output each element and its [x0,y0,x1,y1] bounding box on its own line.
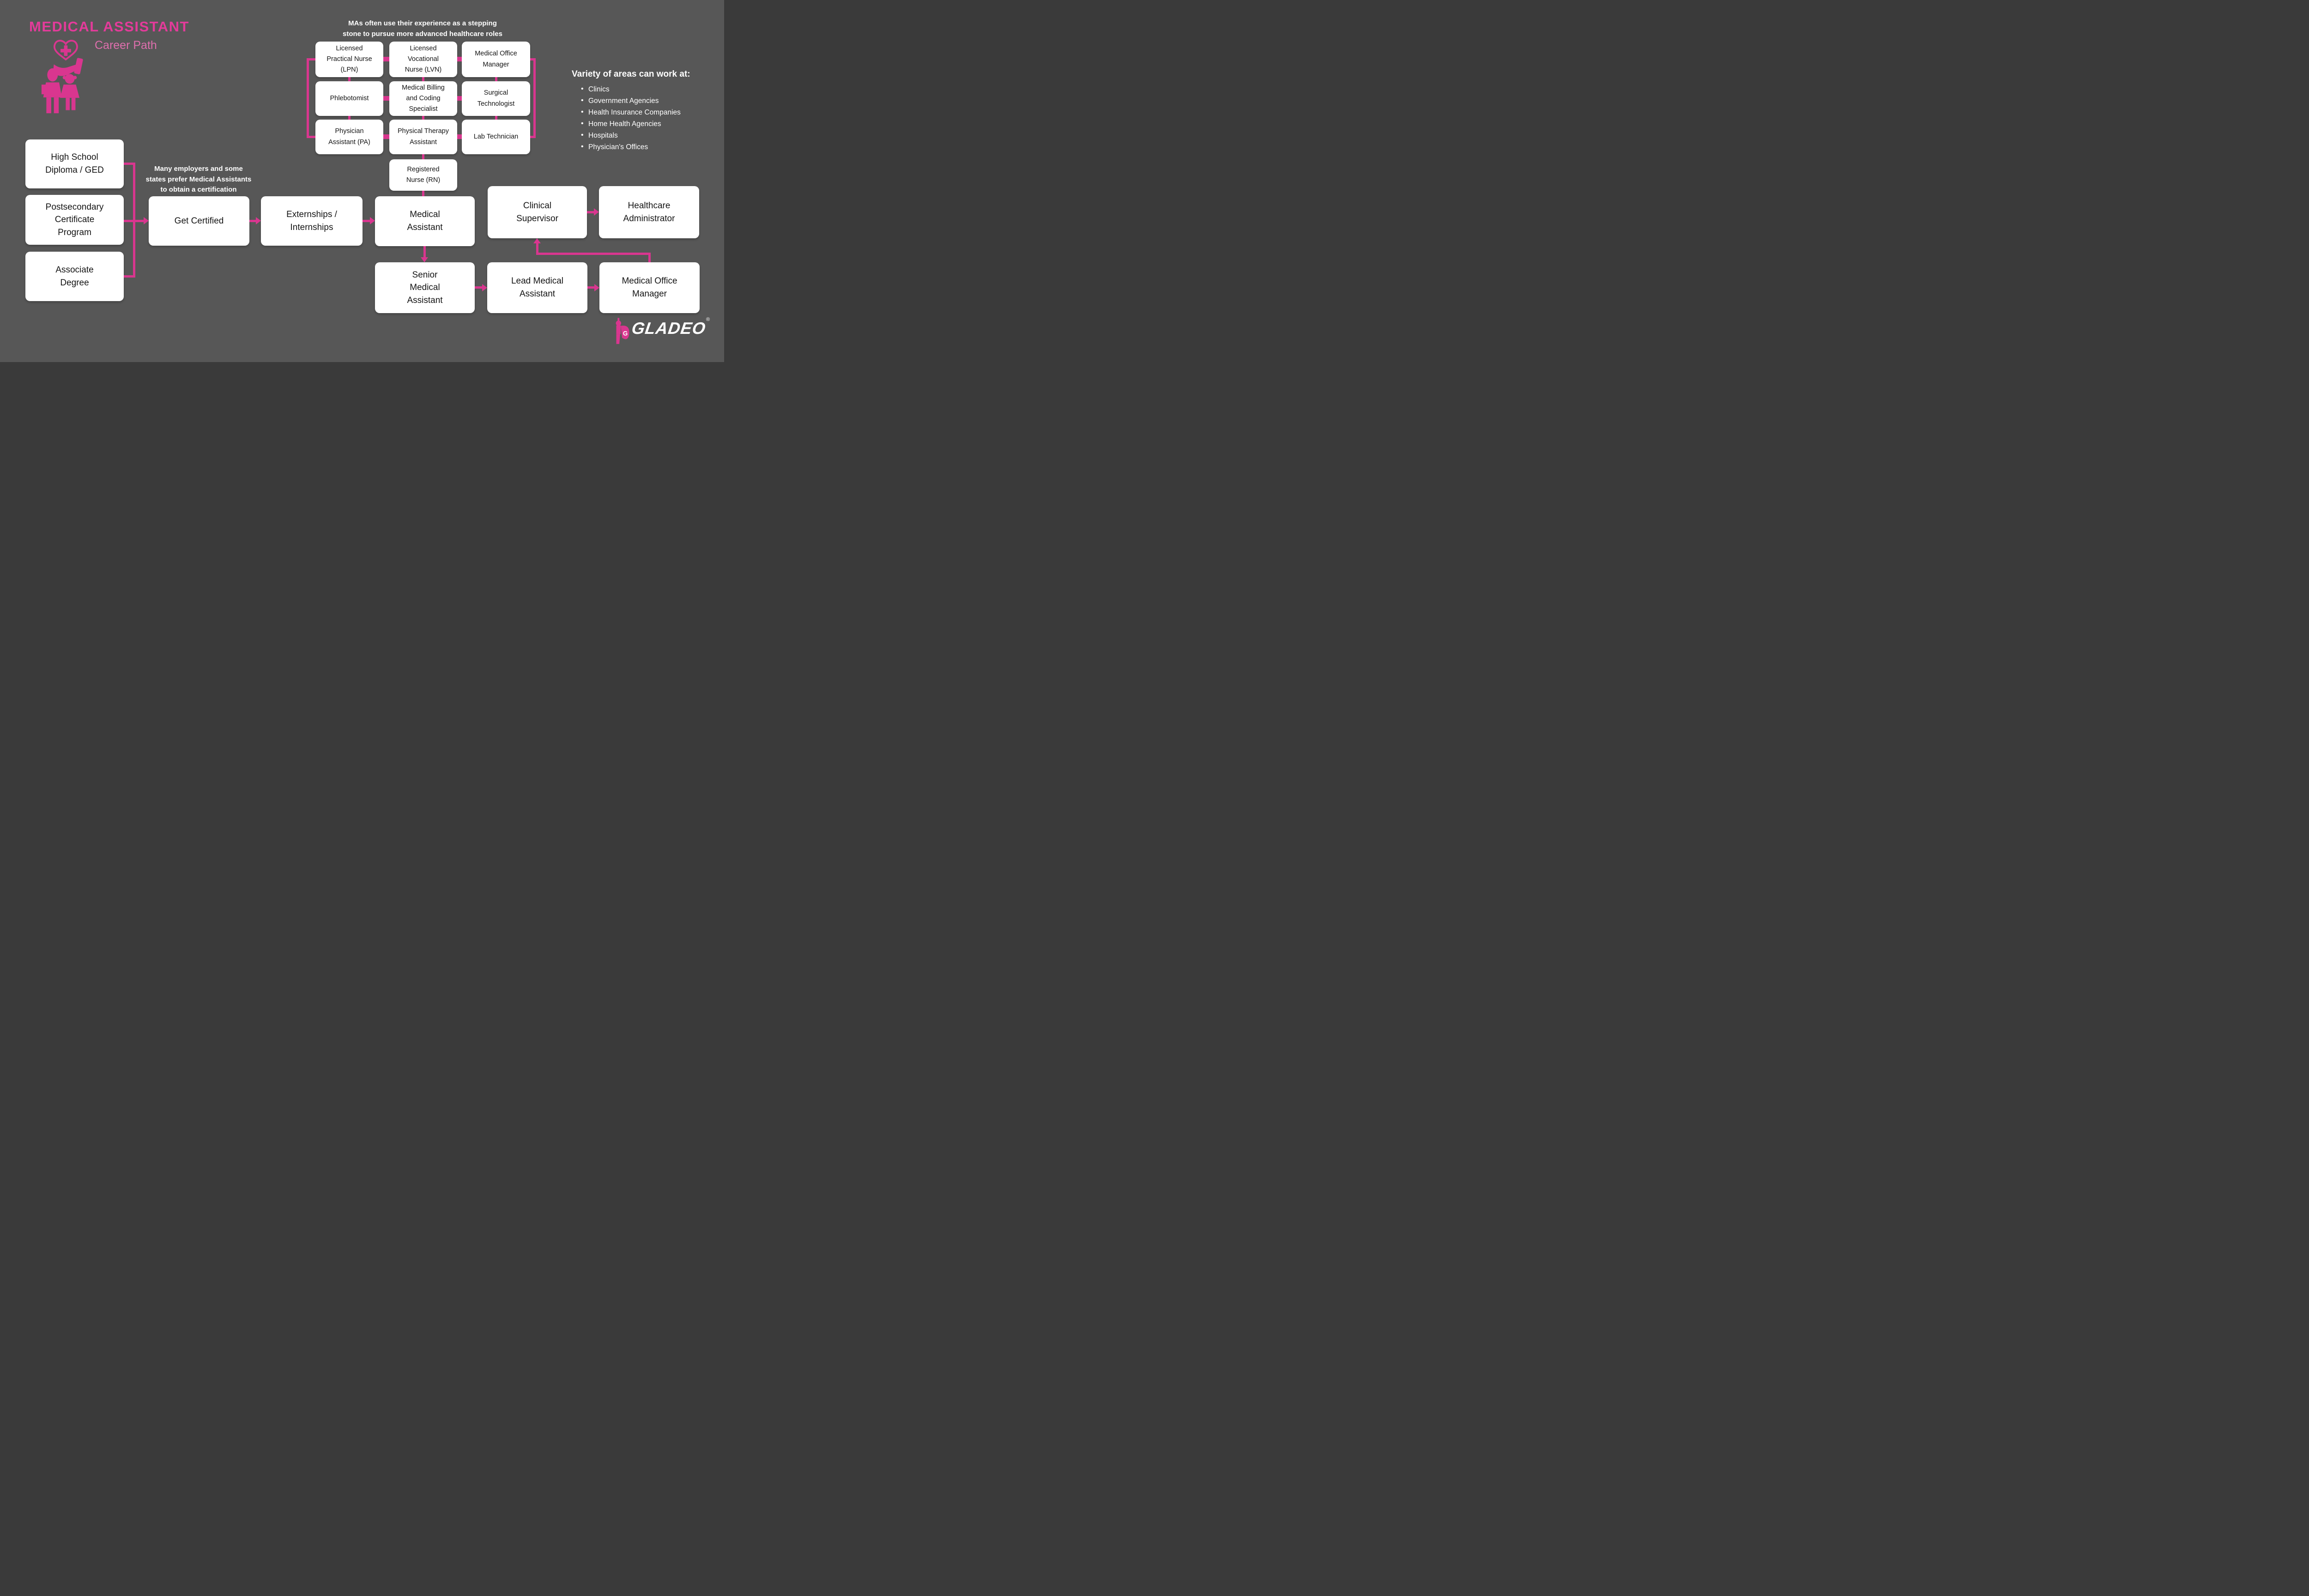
box-billing-coding: Medical Billing and Coding Specialist [389,81,457,116]
bracket-left-bottom-stub [307,136,315,138]
work-areas-list: Clinics Government Agencies Health Insur… [572,85,710,151]
box-get-certified: Get Certified [149,196,249,246]
list-item: Government Agencies [581,97,710,105]
connector-lvn-billing [422,77,424,81]
arrow-lead-mom-head [594,284,599,291]
arrow-getcertified-externships-head [256,217,261,224]
connector-phleb-pa [348,116,351,120]
edu-stub-associate [124,275,133,278]
connector-surgtech-labtech [495,116,497,120]
edu-stub-postsecondary [124,220,133,222]
box-medical-office-manager: Medical Office Manager [599,262,700,313]
connector-billing-pta [422,116,424,120]
arrow-externships-ma-head [370,217,375,224]
connector-lpn-lvn [383,57,389,61]
bracket-left-vertical [307,58,309,138]
elbow-up-shaft [536,243,538,255]
page-title: MEDICAL ASSISTANT [29,18,189,35]
arrow-senior-lead-shaft [475,286,482,289]
medical-assistant-icon [41,40,83,114]
work-areas-panel: Variety of areas can work at: Clinics Go… [572,69,710,155]
box-phlebotomist: Phlebotomist [315,81,383,116]
gladeo-hero-icon: G [616,318,629,344]
arrow-clinsup-hadmin-shaft [587,211,594,213]
arrow-senior-lead-head [482,284,487,291]
elbow-mom-up [648,253,651,262]
list-item: Clinics [581,85,710,94]
box-surgical-technologist: Surgical Technologist [462,81,530,116]
bracket-left-top-stub [307,58,315,60]
box-externships: Externships / Internships [261,196,363,246]
registered-trademark-mark: ® [706,317,710,322]
arrow-edu-getcertified-shaft [133,220,144,222]
box-lead-medical-assistant: Lead Medical Assistant [487,262,587,313]
arrow-clinsup-hadmin-head [594,208,599,216]
arrow-externships-ma-shaft [363,220,370,222]
box-lpn: Licensed Practical Nurse (LPN) [315,42,383,77]
box-lvn: Licensed Vocational Nurse (LVN) [389,42,457,77]
box-medical-assistant: Medical Assistant [375,196,475,246]
career-path-infographic: MEDICAL ASSISTANT Career Path MAs often … [0,0,724,362]
bracket-right-bottom-stub [530,136,536,138]
box-healthcare-administrator: Healthcare Administrator [599,186,699,238]
box-lab-technician: Lab Technician [462,120,530,154]
box-associate-degree: Associate Degree [25,252,124,301]
box-registered-nurse: Registered Nurse (RN) [389,159,457,191]
box-postsecondary: Postsecondary Certificate Program [25,195,124,245]
box-senior-medical-assistant: Senior Medical Assistant [375,262,475,313]
connector-lvn-mom [457,57,462,61]
box-medical-office-manager-grid: Medical Office Manager [462,42,530,77]
connector-lpn-phleb [348,77,351,81]
box-physical-therapy-assistant: Physical Therapy Assistant [389,120,457,154]
box-physician-assistant: Physician Assistant (PA) [315,120,383,154]
connector-billing-surgtech [457,96,462,101]
connector-mom-surgtech [495,77,497,81]
page-subtitle: Career Path [95,39,157,52]
connector-rn-medical-assistant [422,191,424,196]
arrow-mom-clinsup-head [533,238,541,243]
connector-pta-labtech [457,134,462,139]
work-areas-heading: Variety of areas can work at: [572,69,690,79]
arrow-edu-getcertified-head [144,217,149,224]
arrow-getcertified-externships-shaft [249,220,256,222]
list-item: Home Health Agencies [581,120,710,128]
bracket-right-top-stub [530,58,536,60]
arrow-ma-seniorma-head [421,257,428,262]
stepping-stone-note: MAs often use their experience as a step… [343,19,502,38]
connector-pa-pta [383,134,389,139]
arrow-ma-seniorma-shaft [423,246,426,257]
certification-note: Many employers and some states prefer Me… [145,165,252,193]
gladeo-wordmark: GLADEO [630,319,707,338]
connector-phleb-billing [383,96,389,101]
list-item: Hospitals [581,131,710,140]
list-item: Health Insurance Companies [581,108,710,117]
edu-stub-high-school [124,163,133,165]
gladeo-logo: G GLADEO ® [612,317,718,349]
elbow-horizontal [536,253,651,255]
arrow-lead-mom-shaft [587,286,594,289]
connector-pta-rn [422,154,424,159]
box-high-school: High School Diploma / GED [25,139,124,188]
list-item: Physician's Offices [581,143,710,151]
bracket-right-vertical [533,58,536,138]
svg-text:G: G [623,330,628,337]
box-clinical-supervisor: Clinical Supervisor [488,186,587,238]
